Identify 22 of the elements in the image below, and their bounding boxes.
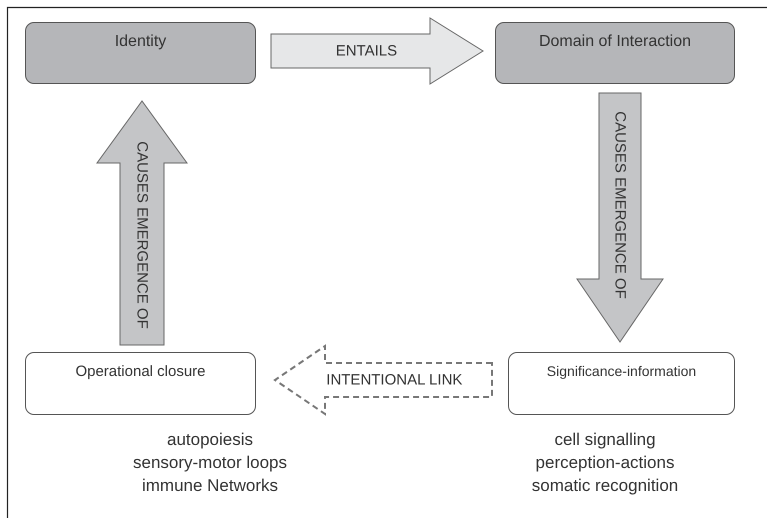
node-label: Identity: [114, 33, 166, 51]
rounded-box: [25, 352, 256, 415]
example-text: somatic recognition: [530, 476, 680, 496]
edge-label: ENTAILS: [336, 42, 398, 60]
node-label: Domain of Interaction: [538, 33, 692, 51]
rounded-box: [508, 352, 735, 415]
example-text: perception-actions: [534, 453, 676, 473]
node-label: Operational closure: [75, 363, 206, 380]
block-arrow: [96, 100, 188, 346]
rounded-box: [25, 22, 256, 84]
block-arrow: [270, 17, 484, 85]
edge-label: CAUSES EMERGENCE OF: [612, 111, 628, 299]
example-text: autopoiesis: [166, 430, 254, 450]
edge-label: CAUSES EMERGENCE OF: [134, 141, 150, 329]
rounded-box: [495, 22, 735, 84]
example-text: cell signalling: [553, 430, 657, 450]
example-text: immune Networks: [140, 476, 280, 496]
example-text: sensory-motor loops: [132, 453, 288, 473]
node-label: Significance-information: [546, 363, 696, 379]
block-arrow: [576, 92, 664, 343]
block-arrow: [273, 344, 493, 416]
edge-label: INTENTIONAL LINK: [326, 372, 462, 388]
